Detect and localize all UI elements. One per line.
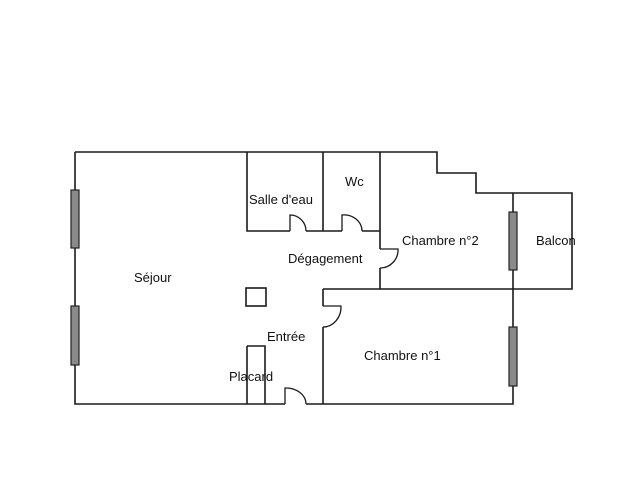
door-entrance bbox=[284, 387, 307, 405]
window-chambre1 bbox=[508, 326, 518, 387]
door-chambre1 bbox=[322, 305, 342, 328]
label-chambre2: Chambre n°2 bbox=[402, 233, 479, 248]
door-salle-deau bbox=[289, 214, 307, 232]
label-chambre1: Chambre n°1 bbox=[364, 348, 441, 363]
label-balcon: Balcon bbox=[536, 233, 576, 248]
bathroom-walls bbox=[246, 152, 380, 232]
door-chambre2 bbox=[379, 248, 399, 269]
door-wc bbox=[341, 214, 363, 232]
window-sejour-2 bbox=[70, 305, 80, 366]
bedroom1-wall bbox=[322, 288, 380, 404]
label-degagement: Dégagement bbox=[288, 251, 363, 266]
label-sejour: Séjour bbox=[134, 270, 172, 285]
window-chambre2 bbox=[508, 211, 518, 271]
window-sejour-1 bbox=[70, 189, 80, 249]
label-wc: Wc bbox=[345, 174, 364, 189]
label-salle-deau: Salle d'eau bbox=[249, 192, 313, 207]
pillar bbox=[245, 287, 267, 307]
label-placard: Placard bbox=[229, 369, 273, 384]
placard bbox=[246, 345, 266, 404]
label-entree: Entrée bbox=[267, 329, 305, 344]
